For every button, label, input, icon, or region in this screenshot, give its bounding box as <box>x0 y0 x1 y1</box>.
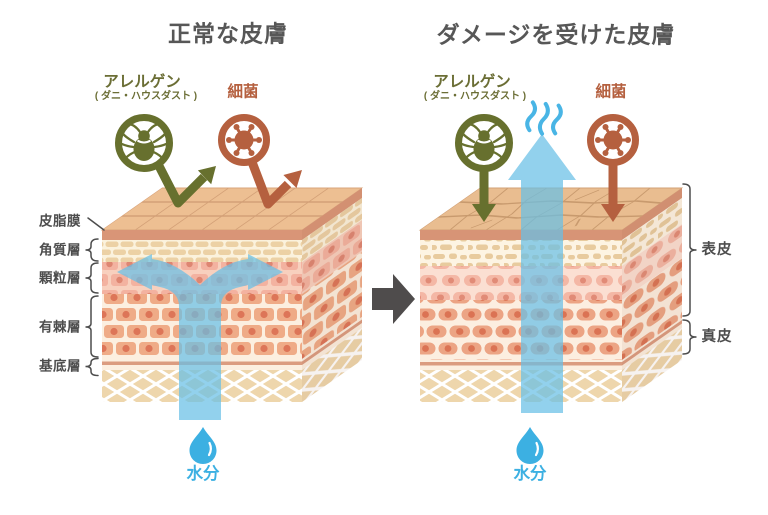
allergen-label-right: アレルゲン <box>433 73 511 91</box>
moisture-label-right: 水分 <box>513 464 547 483</box>
region-label-epidermis: 表皮 <box>701 241 733 258</box>
allergen-sub-label-left: ( ダニ・ハウスダスト ) <box>94 91 198 102</box>
layer-label-sebum: 皮脂膜 <box>39 213 81 229</box>
layer-label-basal: 基底層 <box>39 358 81 374</box>
bacteria-label-right: 細菌 <box>595 83 627 101</box>
skin-block-normal <box>100 187 364 402</box>
region-label-dermis: 真皮 <box>701 328 733 345</box>
sebum-pointer-line <box>87 217 105 231</box>
layer-label-corneum: 角質層 <box>39 242 81 258</box>
bacteria-icon-right <box>587 114 639 222</box>
allergen-mite-icon-right <box>455 114 513 222</box>
steam-icon <box>525 100 563 136</box>
water-drop-icon-right <box>516 427 544 464</box>
title-damaged-skin: ダメージを受けた皮膚 <box>436 21 676 48</box>
allergen-mite-icon-left <box>115 114 216 208</box>
allergen-sub-label-right: ( ダニ・ハウスダスト ) <box>423 91 527 102</box>
layer-label-granular: 顆粒層 <box>39 270 81 286</box>
water-drop-icon-left <box>189 427 217 464</box>
transition-arrow <box>372 274 415 324</box>
layer-braces-left <box>85 217 105 377</box>
allergen-label-left: アレルゲン <box>103 73 181 91</box>
moisture-arrow-escaping <box>508 134 576 413</box>
layer-label-spinous: 有棘層 <box>39 319 81 335</box>
bacteria-label-left: 細菌 <box>227 83 259 101</box>
region-braces-right <box>682 183 697 355</box>
title-normal-skin: 正常な皮膚 <box>168 20 288 47</box>
moisture-label-left: 水分 <box>186 464 220 483</box>
bacteria-icon-left <box>218 114 302 209</box>
moisture-arrow-retained <box>117 254 283 420</box>
